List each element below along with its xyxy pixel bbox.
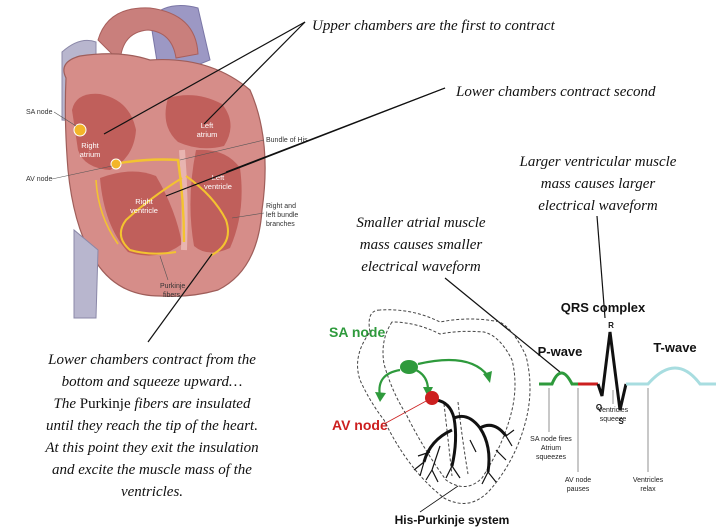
- note-sa-fires-1: SA node fires: [530, 436, 572, 443]
- label-qrs-complex: QRS complex: [561, 300, 646, 315]
- note-av-pauses-1: AV node: [565, 477, 591, 484]
- label-left-atrium-1: Left: [201, 121, 214, 130]
- caption-smaller-2: mass causes smaller: [360, 237, 483, 253]
- label-right-ventricle-1: Right: [135, 197, 153, 206]
- note-ventricles-squeeze-1: Ventricles: [598, 407, 629, 414]
- note-sa-fires-3: squeezes: [536, 454, 566, 461]
- caption-larger-3: electrical waveform: [538, 198, 658, 214]
- label-sa-node: SA node: [26, 109, 53, 116]
- leader-av-node-red: [384, 400, 428, 424]
- av-node-red-dot: [425, 391, 439, 405]
- label-t-wave: T-wave: [653, 340, 696, 355]
- caption-bottom-3: The Purkinje fibers are insulated: [54, 396, 251, 412]
- his-bundle: [424, 400, 506, 472]
- label-bundle-branches-2: left bundle: [266, 212, 298, 219]
- heart-illustration: Right atrium Left atrium Right ventricle…: [26, 6, 308, 318]
- label-r: R: [608, 321, 614, 330]
- label-left-ventricle-2: ventricle: [204, 182, 232, 191]
- sa-node-green-dot: [400, 360, 418, 374]
- label-right-atrium-1: Right: [81, 141, 99, 150]
- caption-bottom-2: bottom and squeeze upward…: [62, 374, 243, 390]
- purkinje-branches: [414, 430, 514, 484]
- ecg-t-segment: [626, 368, 716, 384]
- note-sa-fires-2: Atrium: [541, 445, 561, 452]
- caption-smaller-3: electrical waveform: [361, 259, 481, 275]
- label-purkinje-1: Purkinje: [160, 283, 185, 290]
- note-av-pauses-2: pauses: [567, 486, 590, 493]
- caption-bottom-6: and excite the muscle mass of the: [52, 462, 252, 478]
- note-ventricles-relax-2: relax: [640, 486, 656, 493]
- caption-bottom-3-pre: The: [54, 396, 80, 412]
- label-p-wave: P-wave: [538, 344, 583, 359]
- sa-arrow-left: [379, 370, 400, 396]
- label-av-node-red: AV node: [332, 417, 388, 433]
- left-ventricle-chamber: [190, 150, 241, 253]
- ecg-p-segment: [539, 373, 578, 384]
- label-left-atrium-2: atrium: [197, 130, 218, 139]
- caption-bottom-4: until they reach the tip of the heart.: [46, 418, 258, 434]
- caption-larger-2: mass causes larger: [541, 176, 656, 192]
- av-node-dot: [111, 159, 121, 169]
- caption-bottom-1: Lower chambers contract from the: [47, 352, 256, 368]
- caption-bottom-3-word: Purkinje: [80, 396, 131, 412]
- label-bundle-branches-3: branches: [266, 221, 295, 228]
- label-av-node: AV node: [26, 176, 52, 183]
- caption-lower-second: Lower chambers contract second: [455, 84, 656, 100]
- caption-larger-1: Larger ventricular muscle: [519, 154, 677, 170]
- caption-bottom-3-post: fibers are insulated: [131, 396, 251, 412]
- label-bundle-branches-1: Right and: [266, 203, 296, 210]
- caption-upper-chambers: Upper chambers are the first to contract: [312, 18, 556, 34]
- note-ventricles-squeeze-2: squeeze: [600, 416, 627, 423]
- ecg-waveform: QRS complex P-wave T-wave R Q S SA node …: [530, 300, 716, 493]
- label-his-purkinje: His-Purkinje system: [395, 513, 510, 527]
- heart-outline-inner: [383, 322, 515, 487]
- caption-bottom-5: At this point they exit the insulation: [44, 440, 258, 456]
- label-right-atrium-2: atrium: [80, 150, 101, 159]
- label-purkinje-2: fibers: [163, 292, 181, 299]
- caption-smaller-1: Smaller atrial muscle: [356, 215, 485, 231]
- leader-his-purkinje: [420, 486, 458, 512]
- ecg-qrs: [598, 332, 626, 410]
- label-right-ventricle-2: ventricle: [130, 206, 158, 215]
- caption-bottom-7: ventricles.: [121, 484, 183, 500]
- label-sa-node-green: SA node: [329, 324, 385, 340]
- sa-arrow-right: [418, 360, 488, 376]
- caption-bottom: Lower chambers contract from the bottom …: [44, 352, 258, 500]
- note-ventricles-relax-1: Ventricles: [633, 477, 664, 484]
- sa-arrow-left-head: [375, 392, 386, 402]
- conduction-diagram: SA node AV node His-Purkinje system: [329, 310, 530, 527]
